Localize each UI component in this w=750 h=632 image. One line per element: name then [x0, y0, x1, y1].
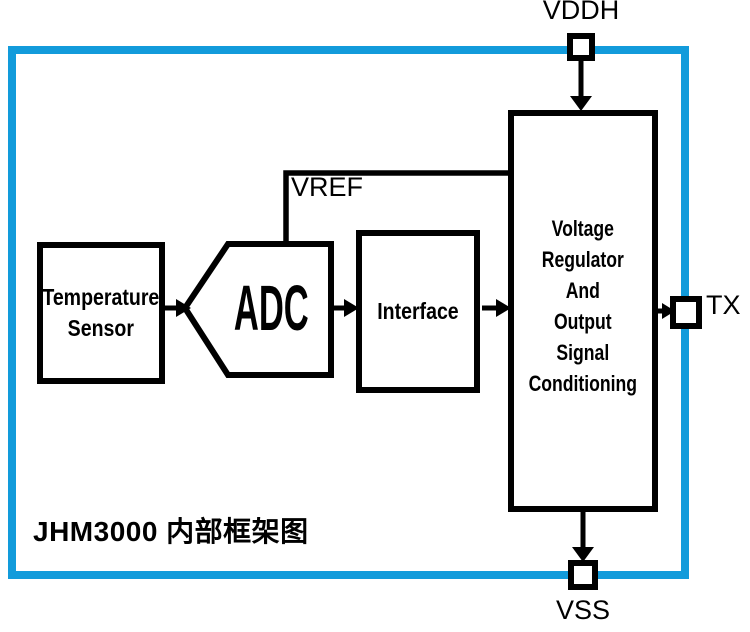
arrow-temp-to-adc [164, 299, 191, 317]
temperature-sensor-label: Temperature Sensor [42, 284, 160, 341]
pin-tx-square [670, 296, 702, 329]
block-temperature-sensor: Temperature Sensor [37, 242, 165, 384]
voltage-regulator-label: Voltage Regulator And Output Signal Cond… [528, 216, 638, 396]
pin-vddh-label: VDDH [542, 0, 620, 25]
pin-vss-label: VSS [555, 595, 611, 625]
block-interface: Interface [356, 230, 480, 393]
arrow-adc-to-interface [333, 299, 359, 317]
block-voltage-regulator: Voltage Regulator And Output Signal Cond… [508, 110, 658, 512]
pin-vss-square [568, 560, 598, 590]
arrow-regulator-to-vss [572, 511, 594, 562]
pin-tx-label: TX [706, 290, 741, 320]
interface-label: Interface [377, 298, 459, 324]
net-vref-label: VREF [291, 172, 364, 202]
arrow-interface-to-regulator [482, 299, 511, 317]
diagram-title: JHM3000 内部框架图 [33, 516, 309, 547]
adc-pentagon-shape [181, 241, 334, 378]
vref-net-line [283, 170, 508, 247]
arrow-vddh-to-regulator [570, 60, 592, 111]
pin-vddh-square [567, 33, 595, 61]
arrow-regulator-to-tx [658, 303, 675, 319]
